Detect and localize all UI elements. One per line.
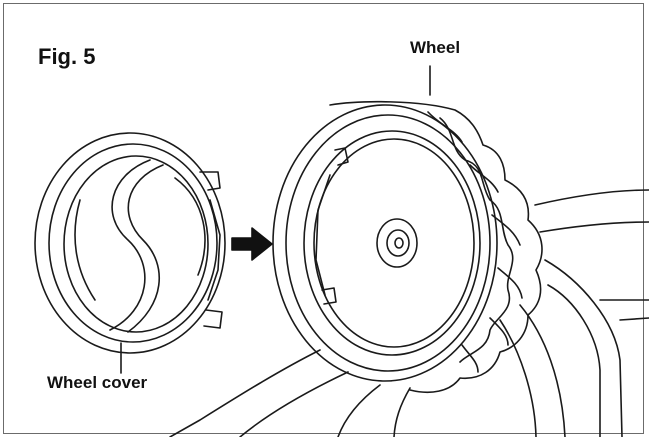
figure-title: Fig. 5	[38, 44, 96, 69]
wheel-label: Wheel	[410, 38, 461, 57]
stroller-frame	[169, 189, 649, 437]
arrow-right-icon	[231, 227, 273, 261]
wheel	[272, 65, 543, 394]
wheel-cover-label: Wheel cover	[47, 373, 148, 392]
figure-frame	[3, 3, 644, 434]
wheel-cover	[34, 132, 226, 374]
